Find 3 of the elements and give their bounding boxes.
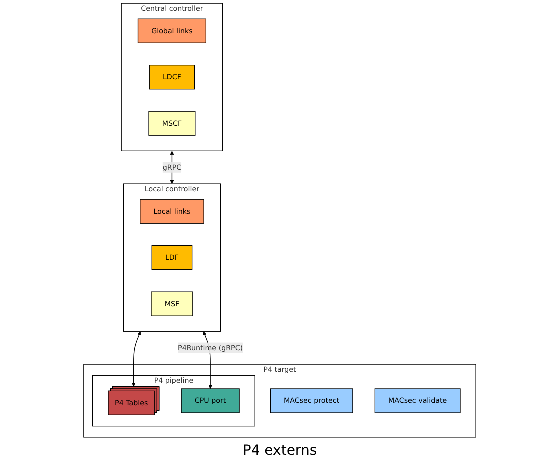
- arrow: [170, 151, 174, 184]
- note-label: P4 externs: [242, 443, 318, 459]
- arrow: [132, 332, 142, 387]
